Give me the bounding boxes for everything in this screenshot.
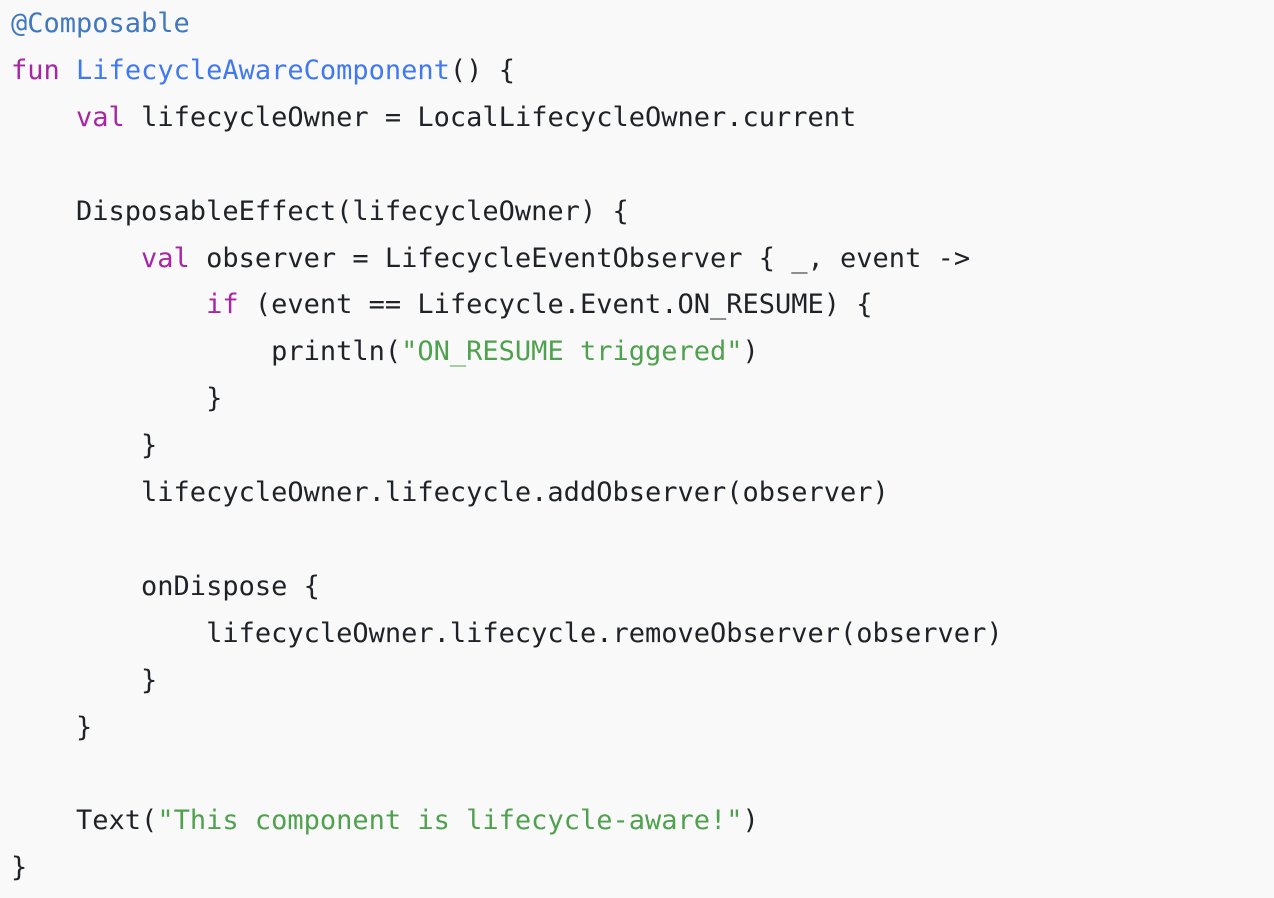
code-line: val observer = LifecycleEventObserver { … bbox=[11, 235, 970, 282]
code-token bbox=[11, 102, 76, 133]
code-line: @Composable bbox=[11, 0, 190, 47]
code-token bbox=[11, 289, 206, 320]
code-token: ) bbox=[742, 805, 759, 837]
annotation-token: @Composable bbox=[11, 8, 190, 39]
code-token bbox=[11, 243, 141, 274]
code-line: Text("This component is lifecycle-aware!… bbox=[11, 797, 759, 844]
code-line: lifecycleOwner.lifecycle.addObserver(obs… bbox=[11, 469, 889, 516]
code-token: } bbox=[11, 383, 223, 415]
code-line: val lifecycleOwner = LocalLifecycleOwner… bbox=[11, 94, 856, 141]
code-line: } bbox=[11, 657, 157, 704]
code-line: } bbox=[11, 844, 27, 891]
code-line: println("ON_RESUME triggered") bbox=[11, 328, 759, 375]
code-line: DisposableEffect(lifecycleOwner) { bbox=[11, 188, 629, 235]
keyword-token: val bbox=[141, 242, 190, 274]
code-line: } bbox=[11, 375, 222, 422]
code-token: observer = LifecycleEventObserver { _, e… bbox=[189, 242, 971, 274]
code-token: ) bbox=[742, 336, 759, 368]
code-line: } bbox=[11, 704, 92, 751]
code-token: lifecycleOwner.lifecycle.removeObserver(… bbox=[11, 617, 1003, 649]
code-line: onDispose { bbox=[11, 563, 320, 610]
code-token: () { bbox=[449, 54, 515, 86]
code-token: lifecycleOwner.lifecycle.addObserver(obs… bbox=[11, 477, 889, 508]
keyword-token: val bbox=[76, 101, 125, 133]
string-literal-token: "ON_RESUME triggered" bbox=[401, 336, 743, 368]
code-token: Text( bbox=[11, 805, 158, 837]
code-token: } bbox=[11, 711, 93, 743]
string-literal-token: "This component is lifecycle-aware!" bbox=[157, 805, 743, 837]
code-token: lifecycleOwner = LocalLifecycleOwner.cur… bbox=[124, 101, 857, 133]
code-token: } bbox=[11, 430, 158, 462]
code-line: fun LifecycleAwareComponent() { bbox=[11, 47, 515, 94]
code-token bbox=[60, 55, 76, 86]
code-token: onDispose { bbox=[11, 570, 320, 602]
code-line: } bbox=[11, 422, 157, 469]
code-token: DisposableEffect(lifecycleOwner) { bbox=[11, 195, 629, 227]
code-token: } bbox=[11, 852, 28, 884]
code-line: lifecycleOwner.lifecycle.removeObserver(… bbox=[11, 610, 1003, 657]
function-name-token: LifecycleAwareComponent bbox=[76, 54, 450, 86]
code-line: if (event == Lifecycle.Event.ON_RESUME) … bbox=[11, 281, 873, 328]
code-token: println( bbox=[11, 336, 402, 368]
code-token: } bbox=[11, 664, 158, 696]
keyword-token: fun bbox=[11, 54, 60, 86]
code-token: (event == Lifecycle.Event.ON_RESUME) { bbox=[238, 289, 873, 321]
keyword-token: if bbox=[206, 289, 239, 321]
